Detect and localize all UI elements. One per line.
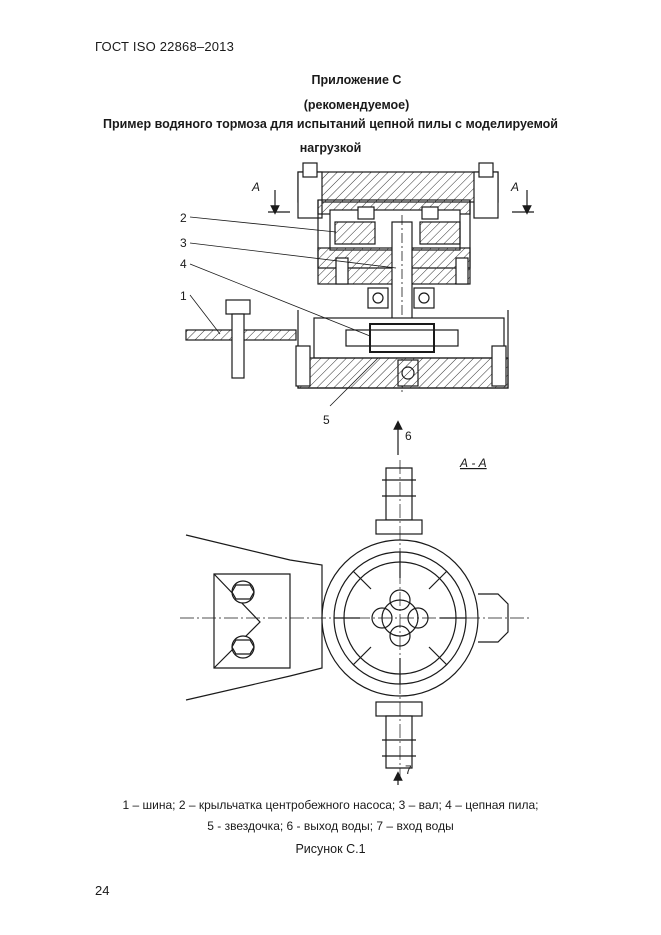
callout-5: 5	[323, 413, 330, 427]
callout-1: 1	[180, 289, 187, 303]
figure-title-line-2: нагрузкой	[299, 141, 362, 155]
callout-4: 4	[180, 257, 187, 271]
section-mark-right: А	[510, 180, 519, 194]
callout-2: 2	[180, 211, 187, 225]
section-mark-left: А	[251, 180, 260, 194]
document-header: ГОСТ ISO 22868–2013	[95, 39, 235, 54]
view-a-a	[180, 420, 530, 785]
annex-title: Приложение С	[311, 73, 402, 87]
technical-drawing: А А 2 3 4 1 5	[180, 162, 534, 785]
figure-label: Рисунок С.1	[295, 842, 366, 856]
section-view-label: А - А	[459, 456, 487, 470]
sectional-view	[185, 162, 534, 407]
annex-status: (рекомендуемое)	[303, 98, 410, 112]
callout-3: 3	[180, 236, 187, 250]
figure-title-line-1: Пример водяного тормоза для испытаний це…	[102, 117, 558, 131]
figure-legend-line-1: 1 – шина; 2 – крыльчатка центробежного н…	[122, 798, 539, 812]
figure-legend-line-2: 5 - звездочка; 6 - выход воды; 7 – вход …	[207, 819, 454, 833]
page-number: 24	[95, 883, 110, 898]
callout-6: 6	[405, 429, 412, 443]
callout-7: 7	[405, 763, 412, 777]
